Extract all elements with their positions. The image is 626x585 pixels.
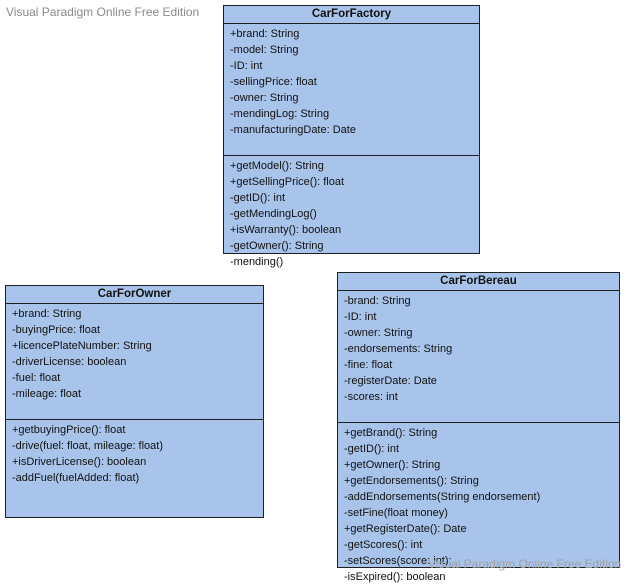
- attribute-row: -ID: int: [344, 311, 377, 323]
- method-row: +isWarranty(): boolean: [230, 224, 342, 236]
- attributes-section: -brand: String -ID: int -owner: String -…: [338, 291, 619, 423]
- method-row: -mending(): [230, 256, 284, 268]
- method-row: -setScores(score: int);: [344, 555, 452, 567]
- attribute-row: -registerDate: Date: [344, 375, 437, 387]
- attribute-row: -brand: String: [344, 295, 411, 307]
- method-row: -getID(): int: [230, 192, 286, 204]
- method-row: -getScores(): int: [344, 539, 423, 551]
- class-title: CarForBereau: [338, 273, 619, 291]
- attribute-row: +licencePlateNumber: String: [12, 340, 152, 352]
- watermark-top: Visual Paradigm Online Free Edition: [6, 5, 200, 19]
- attribute-row: -sellingPrice: float: [230, 76, 317, 88]
- class-title: CarForOwner: [6, 286, 263, 304]
- method-row: -getMendingLog(): [230, 208, 317, 220]
- method-row: +getbuyingPrice(): float: [12, 424, 126, 436]
- attribute-row: -buyingPrice: float: [12, 324, 101, 336]
- watermark-bottom: Visual Paradigm Online Free Edition: [428, 557, 622, 571]
- attribute-row: -owner: String: [344, 327, 413, 339]
- method-row: +getEndorsements(): String: [344, 475, 479, 487]
- attribute-row: -fine: float: [344, 359, 393, 371]
- method-row: -addFuel(fuelAdded: float): [12, 472, 140, 484]
- attribute-row: -scores: int: [344, 391, 398, 403]
- attribute-row: -endorsements: String: [344, 343, 453, 355]
- attributes-section: +brand: String -model: String -ID: int -…: [224, 24, 479, 156]
- attribute-row: -manufacturingDate: Date: [230, 124, 356, 136]
- attribute-row: -fuel: float: [12, 372, 61, 384]
- attribute-row: -model: String: [230, 44, 299, 56]
- attribute-row: -owner: String: [230, 92, 299, 104]
- attribute-row: -ID: int: [230, 60, 263, 72]
- method-row: -isExpired(): boolean: [344, 571, 446, 583]
- attribute-row: -driverLicense: boolean: [12, 356, 127, 368]
- attribute-row: -mileage: float: [12, 388, 82, 400]
- attribute-row: +brand: String: [230, 28, 300, 40]
- attributes-section: +brand: String -buyingPrice: float +lice…: [6, 304, 263, 420]
- method-row: +getBrand(): String: [344, 427, 438, 439]
- methods-section: +getbuyingPrice(): float -drive(fuel: fl…: [6, 420, 263, 486]
- class-title: CarForFactory: [224, 6, 479, 24]
- attribute-row: +brand: String: [12, 308, 82, 320]
- method-row: -addEndorsements(String endorsement): [344, 491, 541, 503]
- method-row: +getRegisterDate(): Date: [344, 523, 467, 535]
- method-row: +getModel(): String: [230, 160, 324, 172]
- method-row: -drive(fuel: float, mileage: float): [12, 440, 164, 452]
- method-row: -getID(): int: [344, 443, 400, 455]
- method-row: +getOwner(): String: [344, 459, 441, 471]
- class-carforowner[interactable]: CarForOwner +brand: String -buyingPrice:…: [5, 285, 264, 518]
- methods-section: +getModel(): String +getSellingPrice(): …: [224, 156, 479, 270]
- attribute-row: -mendingLog: String: [230, 108, 330, 120]
- class-carforfactory[interactable]: CarForFactory +brand: String -model: Str…: [223, 5, 480, 268]
- method-row: +getSellingPrice(): float: [230, 176, 345, 188]
- method-row: -getOwner(): String: [230, 240, 324, 252]
- method-row: -setFine(float money): [344, 507, 448, 519]
- class-carforbereau[interactable]: CarForBereau -brand: String -ID: int -ow…: [337, 272, 620, 583]
- method-row: +isDriverLicense(): boolean: [12, 456, 147, 468]
